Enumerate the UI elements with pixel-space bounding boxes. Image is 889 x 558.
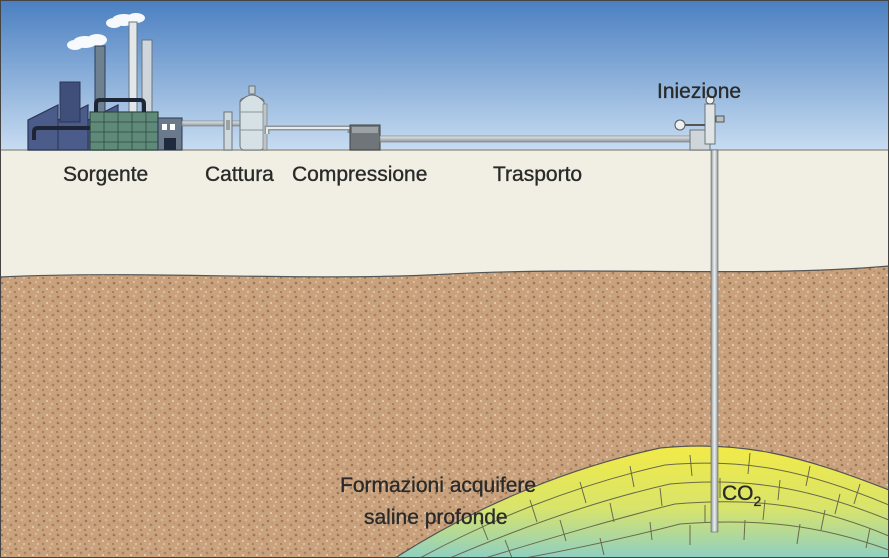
saline-aquifer-formation	[393, 445, 889, 558]
pipe-to-capture	[181, 120, 245, 127]
transport-pipeline	[379, 135, 701, 143]
ground-surface	[0, 150, 889, 278]
label-formation-line1: Formazioni acquifere	[340, 474, 536, 497]
label-co2: CO2	[722, 482, 762, 509]
label-injection: Iniezione	[657, 80, 741, 103]
label-capture: Cattura	[205, 163, 274, 186]
label-co2-subscript: 2	[754, 493, 762, 509]
label-transport: Trasporto	[493, 163, 582, 186]
label-compression: Compressione	[292, 163, 427, 186]
injection-wellhead-icon	[674, 95, 725, 151]
compressor-icon	[349, 124, 381, 151]
label-formation-line2: saline profonde	[364, 506, 508, 529]
injection-well	[710, 149, 719, 533]
label-source: Sorgente	[63, 163, 148, 186]
power-plant-icon	[27, 13, 183, 151]
label-co2-base: CO	[722, 482, 754, 505]
